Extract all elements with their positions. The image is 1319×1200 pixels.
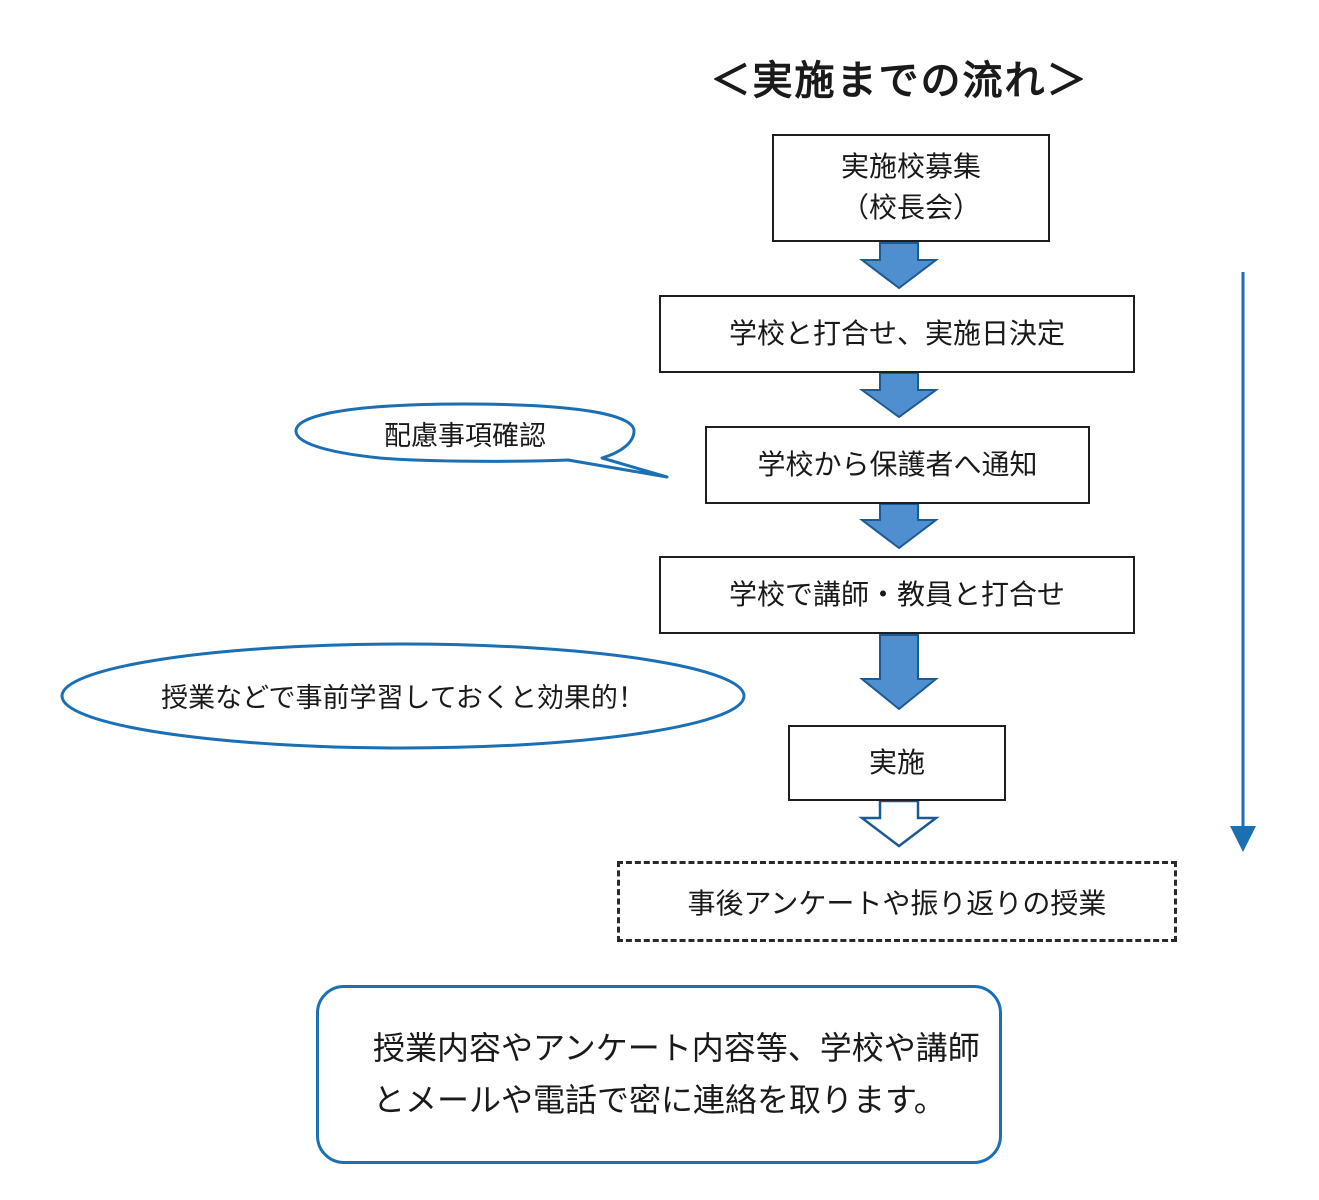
down-arrow-3 bbox=[859, 503, 939, 550]
step-notify-label: 学校から保護者へ通知 bbox=[757, 447, 1038, 481]
down-arrow-hollow bbox=[858, 799, 940, 848]
down-arrow-2 bbox=[858, 372, 940, 419]
consideration-bubble bbox=[294, 402, 669, 479]
consideration-label: 配慮事項確認 bbox=[384, 421, 546, 452]
timeline-arrowhead bbox=[1230, 826, 1256, 852]
step-implementation: 実施 bbox=[788, 725, 1006, 801]
step-recruit-line2: （校長会） bbox=[840, 191, 981, 224]
step-meeting-date: 学校と打合せ、実施日決定 bbox=[659, 295, 1135, 373]
contact-note-line1: 授業内容やアンケート内容等、学校や講師 bbox=[373, 1029, 980, 1068]
step-meeting-date-label: 学校と打合せ、実施日決定 bbox=[728, 316, 1065, 350]
step-notify-guardians: 学校から保護者へ通知 bbox=[705, 426, 1090, 504]
prior-learning-label: 授業などで事前学習しておくと効果的！ bbox=[161, 683, 645, 714]
step-instructor-label: 学校で講師・教員と打合せ bbox=[728, 577, 1065, 611]
contact-note-box: 授業内容やアンケート内容等、学校や講師 とメールや電話で密に連絡を取ります。 bbox=[316, 985, 1002, 1164]
step-implementation-label: 実施 bbox=[868, 745, 925, 779]
down-arrow-4 bbox=[859, 634, 939, 711]
down-arrow-1 bbox=[859, 242, 939, 290]
step-recruit-line1: 実施校募集 bbox=[840, 150, 981, 184]
followup-box: 事後アンケートや振り返りの授業 bbox=[617, 861, 1177, 942]
contact-note-line2: とメールや電話で密に連絡を取ります。 bbox=[373, 1080, 946, 1119]
page-title: ＜実施までの流れ＞ bbox=[710, 57, 1089, 104]
step-recruit-schools: 実施校募集 （校長会） bbox=[772, 134, 1050, 242]
step-instructor-meeting: 学校で講師・教員と打合せ bbox=[659, 556, 1135, 634]
prior-learning-ellipse bbox=[60, 642, 746, 750]
followup-label: 事後アンケートや振り返りの授業 bbox=[687, 886, 1107, 920]
